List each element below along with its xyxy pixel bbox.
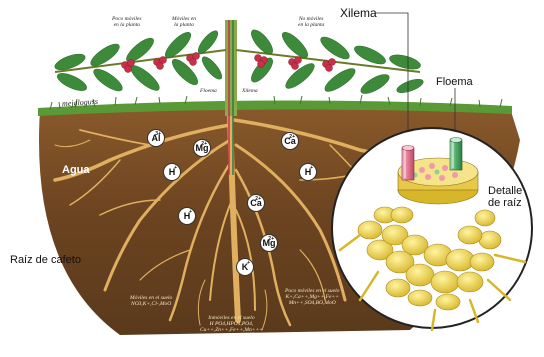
agua-label: Agua	[62, 164, 90, 176]
ion-ca: Ca2+	[247, 194, 265, 212]
note-no-moviles: No móvilesen la planta	[298, 16, 324, 28]
xylem-tube	[402, 146, 414, 181]
ion-k: K+	[236, 258, 254, 276]
detalle-label-line2: de raíz	[488, 197, 522, 209]
note-poco-moviles-suelo: Poco móviles en el sueloK+,Ca++,Mg++,Fe+…	[285, 288, 339, 306]
branches	[53, 27, 425, 98]
floema-label: Floema	[436, 76, 473, 88]
root-detail-circle	[332, 128, 532, 330]
ion-h: H+	[299, 163, 317, 181]
stem-floema-label: Floema	[200, 88, 217, 94]
note-poco-moviles: Poco móvilesen la planta	[112, 16, 141, 28]
detalle-label-line1: Detalle	[488, 185, 522, 197]
raiz-cafeto-label: Raíz de cafeto	[10, 254, 81, 266]
ion-h: H+	[163, 163, 181, 181]
ion-mg: Mg2+	[193, 139, 211, 157]
ion-al: Al3+	[147, 129, 165, 147]
ion-ca: Ca2+	[281, 132, 299, 150]
note-moviles-suelo: Móviles en el sueloNO3,K+,Cl-,MoO	[130, 295, 172, 307]
ion-h: H+	[178, 207, 196, 225]
ion-mg: Mg2+	[260, 234, 278, 252]
signature: mejaloguss	[62, 99, 98, 107]
note-moviles-planta: Móviles enla planta	[172, 16, 196, 28]
stem-xilema-label: Xilema	[242, 88, 258, 94]
phloem-tube	[450, 138, 462, 171]
xilema-label: Xilema	[340, 6, 377, 20]
note-inmoviles-suelo: Inmóviles en el sueloH PO4,HPO4,PO4,Cu++…	[200, 315, 263, 333]
